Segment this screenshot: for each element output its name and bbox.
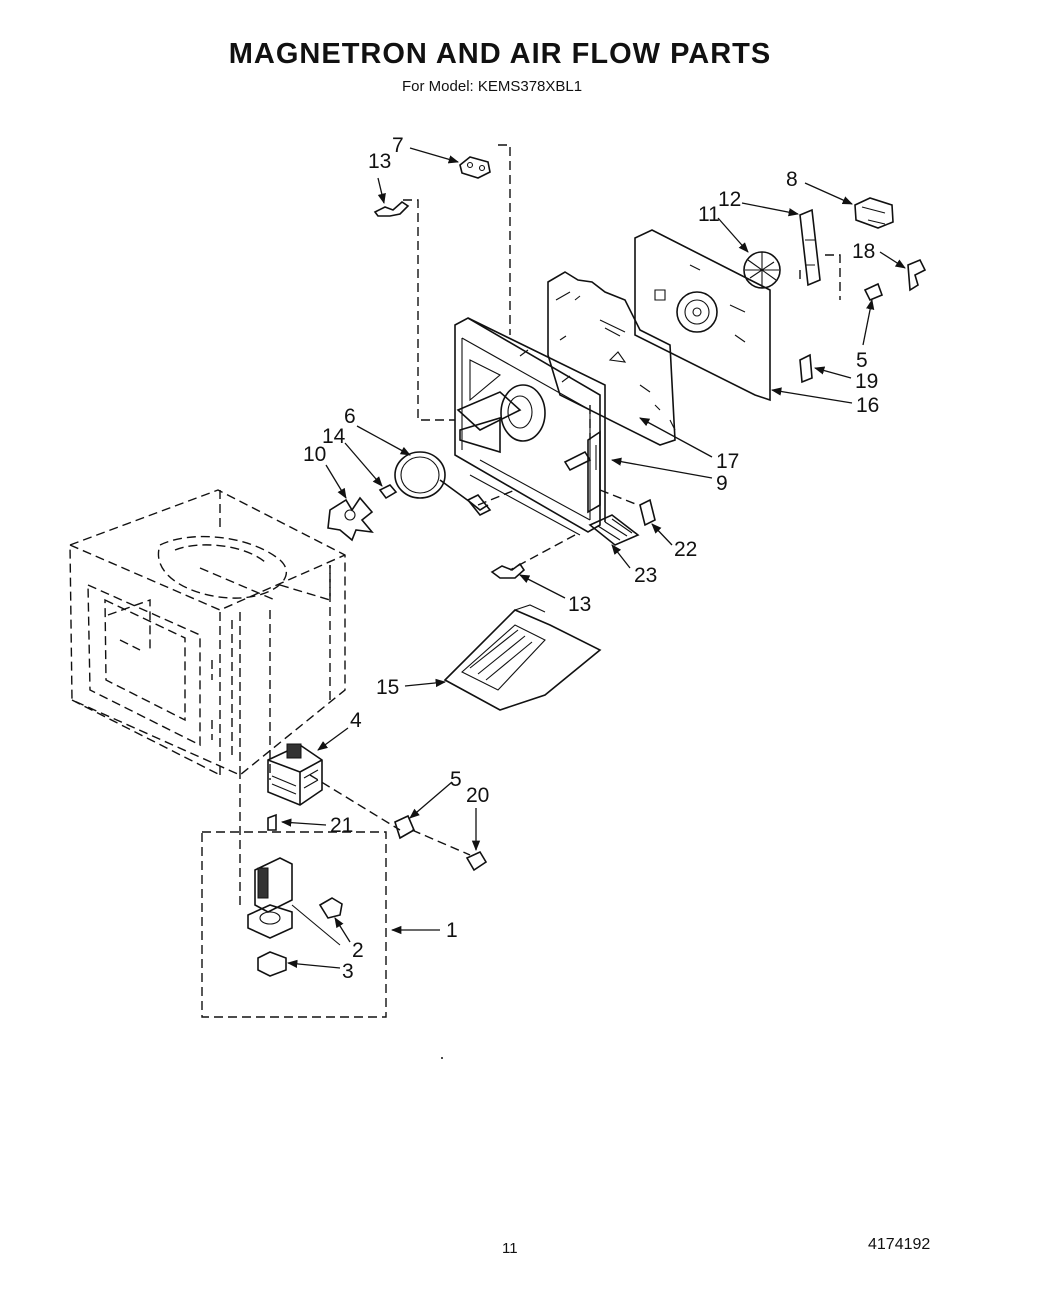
alignment-guides <box>239 144 841 905</box>
part-5-connector-upper <box>863 282 884 302</box>
oven-cavity-outline <box>69 489 346 776</box>
callout-18: 18 <box>852 240 875 263</box>
page-number: 11 <box>502 1240 518 1257</box>
part-18-clip <box>907 258 927 292</box>
part-9-airflow-frame <box>454 317 606 536</box>
callout-16: 16 <box>856 394 879 417</box>
callout-22: 22 <box>674 538 697 561</box>
callout-leader-lines <box>280 147 906 969</box>
model-subtitle: For Model: KEMS378XBL1 <box>402 78 583 95</box>
callout-6: 6 <box>344 405 356 428</box>
part-12-bracket <box>799 208 821 287</box>
part-14-spacer <box>378 484 398 500</box>
callout-11: 11 <box>698 203 720 226</box>
callout-5-lower: 5 <box>450 768 462 791</box>
part-11-fan-blade <box>743 251 781 289</box>
part-19-block <box>799 353 813 384</box>
part-16-rear-plate <box>634 229 771 402</box>
callout-13-upper: 13 <box>368 150 391 173</box>
callout-10: 10 <box>303 443 326 466</box>
callout-12: 12 <box>718 188 741 211</box>
callout-1: 1 <box>446 919 458 942</box>
callout-3: 3 <box>342 960 354 983</box>
page-title: MAGNETRON AND AIR FLOW PARTS <box>228 38 772 70</box>
callout-23: 23 <box>634 564 657 587</box>
part-1-assembly-box <box>201 831 387 1018</box>
callout-2: 2 <box>352 939 364 962</box>
part-13-clip-lower <box>490 562 526 579</box>
callout-13-lower: 13 <box>568 593 591 616</box>
part-23-grille <box>588 514 640 546</box>
callout-5-upper: 5 <box>856 349 868 372</box>
callout-15: 15 <box>376 676 399 699</box>
part-22-block <box>639 498 656 527</box>
callout-7: 7 <box>392 134 404 157</box>
callout-17: 17 <box>716 450 739 473</box>
callout-20: 20 <box>466 784 489 807</box>
part-20-plug <box>465 850 488 872</box>
part-15-air-duct-plate <box>443 604 602 711</box>
callout-21: 21 <box>330 814 353 837</box>
part-6-drive-belt <box>394 451 492 517</box>
callout-8: 8 <box>786 168 798 191</box>
part-17-panel <box>547 271 676 446</box>
document-number: 4174192 <box>868 1236 931 1253</box>
part-13-clip-upper <box>373 200 410 217</box>
callout-9: 9 <box>716 472 728 495</box>
part-4-magnetron <box>267 743 323 806</box>
part-10-stirrer-fan <box>327 496 374 542</box>
part-21-screw <box>267 813 277 831</box>
callout-14: 14 <box>322 425 346 448</box>
part-5-connector-lower <box>394 814 416 840</box>
part-8-motor <box>854 197 894 229</box>
part-7-bracket <box>459 156 491 179</box>
callout-4: 4 <box>350 709 362 732</box>
callout-19: 19 <box>855 370 878 393</box>
